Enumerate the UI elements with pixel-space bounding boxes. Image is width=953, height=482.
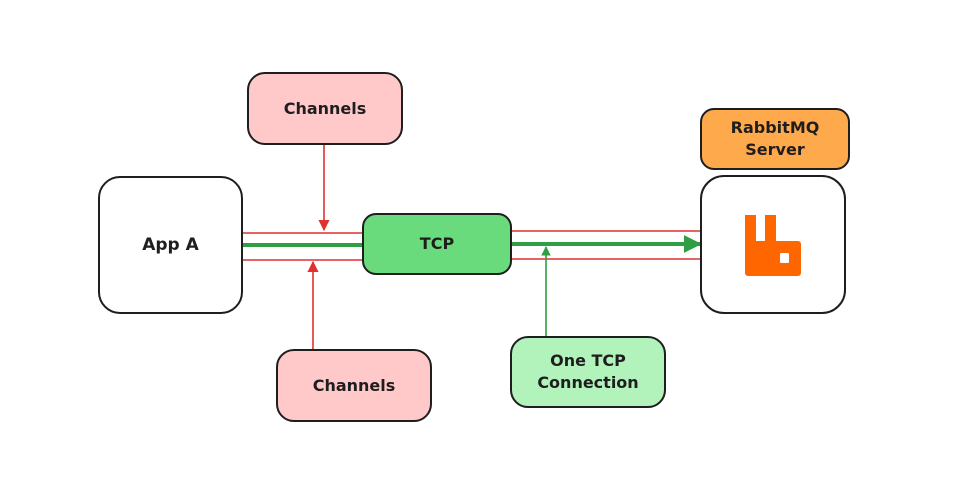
tcp-box: TCP — [362, 213, 512, 275]
rabbitmq-server-label: RabbitMQ Server — [730, 118, 820, 159]
tcp-connection-box: One TCP Connection — [510, 336, 666, 408]
rabbitmq-server-label-box: RabbitMQ Server — [700, 108, 850, 170]
app-a-box: App A — [98, 176, 243, 314]
channels-top-box: Channels — [247, 72, 403, 145]
channels-top-label: Channels — [283, 98, 367, 118]
rabbitmq-logo-icon — [745, 214, 801, 276]
tcp-label: TCP — [419, 234, 455, 254]
tcp-connection-label: One TCP Connection — [537, 351, 639, 392]
app-a-label: App A — [142, 234, 199, 255]
rabbitmq-server-box — [700, 175, 846, 314]
channels-bottom-box: Channels — [276, 349, 432, 422]
channels-bottom-label: Channels — [312, 375, 396, 395]
